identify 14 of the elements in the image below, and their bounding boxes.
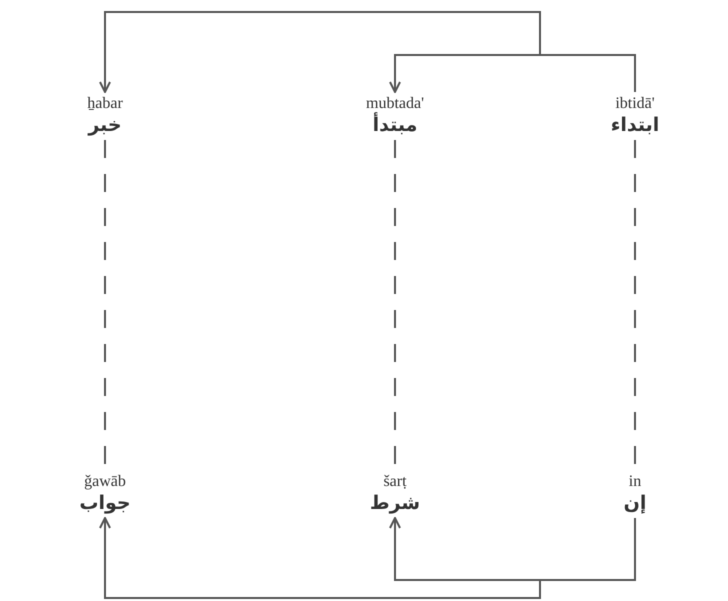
arabic-term: خبر (88, 113, 122, 137)
transliteration-label: in (628, 473, 642, 491)
transliteration-label: ibtidā' (615, 95, 655, 113)
arabic-term: شرط (370, 491, 420, 515)
arrow (389, 54, 636, 93)
arabic-term: جواب (79, 491, 131, 515)
arabic-term: إن (624, 491, 646, 515)
transliteration-label: ǧawāb (84, 473, 126, 491)
transliteration-label: mubtada' (366, 95, 424, 112)
arabic-term: ابتداء (610, 113, 660, 137)
transliteration-label: ẖabar (87, 95, 123, 113)
transliteration-label: šarṭ (383, 473, 407, 491)
arrow (99, 517, 636, 599)
arabic-term: مبتدأ (372, 113, 418, 137)
